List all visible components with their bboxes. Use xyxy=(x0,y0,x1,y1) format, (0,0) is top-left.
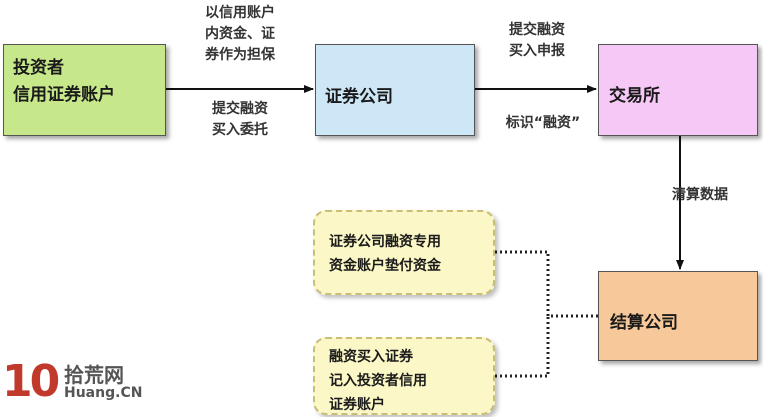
report-line-1: 提交融资 xyxy=(509,22,565,38)
investor-credit-account-box: 投资者 信用证券账户 xyxy=(3,44,166,136)
watermark-url: Huang.CN xyxy=(64,385,143,401)
dotted-link-record-note xyxy=(495,316,550,378)
entrust-edge-label: 提交融资 买入委托 xyxy=(188,99,292,141)
watermark-number: 10 xyxy=(2,356,60,407)
exchange-box: 交易所 xyxy=(598,44,758,136)
securities-company-label: 证券公司 xyxy=(325,87,393,107)
mark-text: 标识“融资” xyxy=(505,115,581,131)
clearing-company-box: 结算公司 xyxy=(598,271,758,361)
clearing-company-label: 结算公司 xyxy=(610,313,678,333)
margin-funding-advance-note: 证券公司融资专用 资金账户垫付资金 xyxy=(313,210,495,295)
collateral-line-3: 券作为担保 xyxy=(205,47,275,63)
record-note-line-3: 证券账户 xyxy=(329,397,385,413)
report-line-2: 买入申报 xyxy=(509,43,565,59)
record-note-line-1: 融资买入证券 xyxy=(329,349,413,365)
credit-account-label: 信用证券账户 xyxy=(13,85,115,105)
securities-company-box: 证券公司 xyxy=(315,44,475,136)
clearing-data-edge-label: 清算数据 xyxy=(672,185,762,206)
collateral-line-1: 以信用账户 xyxy=(205,5,275,21)
collateral-line-2: 内资金、证 xyxy=(205,26,275,42)
site-watermark-logo: 10 拾荒网 Huang.CN xyxy=(2,357,152,413)
investor-label: 投资者 xyxy=(13,58,64,78)
clearing-data-text: 清算数据 xyxy=(672,187,728,203)
record-note-line-2: 记入投资者信用 xyxy=(329,373,427,389)
mark-edge-label: 标识“融资” xyxy=(478,113,608,134)
exchange-label: 交易所 xyxy=(609,86,660,106)
dotted-link-advance-note xyxy=(495,250,598,318)
advance-note-line-2: 资金账户垫付资金 xyxy=(329,258,441,274)
advance-note-line-1: 证券公司融资专用 xyxy=(329,234,441,250)
watermark-site-name: 拾荒网 xyxy=(64,363,124,387)
report-edge-label: 提交融资 买入申报 xyxy=(487,20,587,62)
collateral-edge-label: 以信用账户 内资金、证 券作为担保 xyxy=(188,3,292,66)
entrust-line-1: 提交融资 xyxy=(212,101,268,117)
entrust-line-2: 买入委托 xyxy=(212,122,268,138)
record-securities-note: 融资买入证券 记入投资者信用 证券账户 xyxy=(313,337,495,415)
